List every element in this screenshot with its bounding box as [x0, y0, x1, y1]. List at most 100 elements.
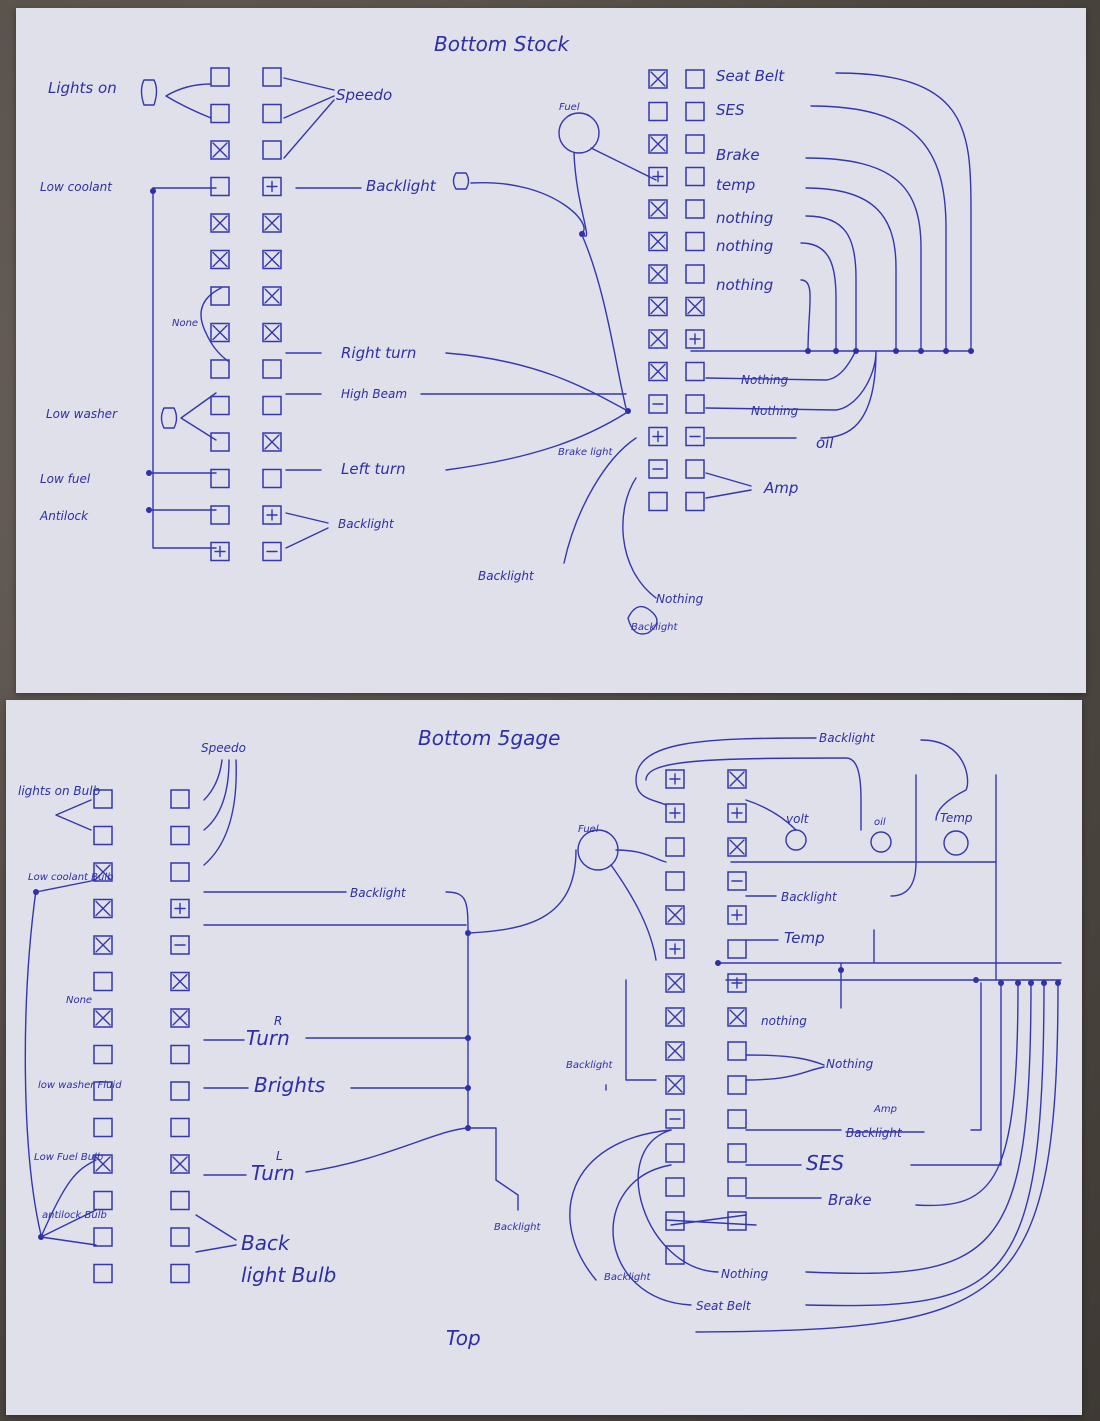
- pin-x-mark: [650, 136, 666, 152]
- pin-box: [210, 395, 230, 416]
- backlight-bulb-label-1: Back: [241, 1231, 291, 1255]
- nothing-5-label: Nothing: [751, 404, 799, 418]
- pin-box: [262, 505, 282, 525]
- pin-box: [170, 898, 190, 919]
- pin-box: [262, 103, 282, 124]
- pin-box: [262, 541, 282, 562]
- pin-x-mark: [650, 266, 666, 282]
- pin-box: [210, 505, 230, 525]
- pin-box: [93, 1227, 113, 1247]
- pin-box: [685, 459, 705, 479]
- backlight-label-b6: Backlight: [604, 1272, 652, 1283]
- pin-x-mark: [729, 1009, 745, 1025]
- pin-box: [727, 1177, 747, 1197]
- pin-box: [665, 1245, 685, 1265]
- top-title: Bottom Stock: [434, 32, 570, 56]
- low-coolant-label: Low coolant: [40, 180, 113, 194]
- bottom-title: Bottom 5gage: [418, 726, 560, 750]
- pin-box: [170, 825, 190, 846]
- ses-label: SES: [716, 101, 745, 119]
- pin-box: [93, 1081, 113, 1101]
- pin-box: [262, 67, 282, 87]
- pin-x-mark: [650, 201, 666, 217]
- low-washer-label: Low washer: [46, 407, 118, 421]
- pin-plus-mark: [652, 170, 664, 183]
- backlight-label-b1: Backlight: [350, 886, 407, 900]
- nothing-2-label: nothing: [716, 237, 773, 255]
- pin-box: [665, 939, 685, 959]
- antilock-bulb-label: antilock Bulb: [42, 1210, 107, 1221]
- pin-plus-mark: [266, 180, 278, 193]
- pin-box: [210, 140, 230, 160]
- nothing-3-label-b: Nothing: [721, 1267, 769, 1281]
- pin-x-mark: [667, 1043, 683, 1059]
- pin-box: [170, 971, 190, 992]
- pin-x-mark: [264, 251, 280, 268]
- pin-box: [727, 939, 747, 959]
- pin-plus-mark: [174, 902, 186, 915]
- pin-box: [170, 1081, 190, 1101]
- right-turn-label: Right turn: [341, 344, 416, 362]
- pin-box: [170, 1227, 190, 1247]
- amp-label: Amp: [763, 479, 798, 497]
- pin-box: [210, 359, 230, 379]
- pin-box: [727, 871, 747, 891]
- ses-label-b: SES: [806, 1151, 844, 1175]
- pin-x-mark: [650, 331, 666, 347]
- lturn-sup: L: [276, 1149, 283, 1163]
- pin-box: [727, 973, 747, 993]
- pin-box: [170, 1190, 190, 1211]
- pin-box: [685, 199, 705, 219]
- pin-plus-mark: [669, 773, 681, 785]
- speedo-label: Speedo: [336, 86, 392, 104]
- pin-x-mark: [95, 900, 111, 917]
- pin-box: [648, 199, 668, 219]
- pin-x-mark: [264, 434, 280, 450]
- low-fuel-label: Low fuel: [40, 472, 91, 486]
- pin-box: [685, 426, 705, 447]
- bottom-left-pin-grid: [93, 789, 190, 1284]
- pin-x-mark: [212, 215, 228, 231]
- pin-x-mark: [667, 1077, 683, 1093]
- pin-box: [727, 769, 747, 789]
- pin-box: [648, 329, 668, 349]
- volt-label: volt: [786, 812, 810, 826]
- pin-box: [170, 935, 190, 955]
- temp-label: temp: [716, 176, 755, 194]
- low-washer-fluid-label: low washer Fluid: [38, 1080, 122, 1091]
- lights-on-label: Lights on: [48, 79, 117, 97]
- pin-box: [170, 862, 190, 882]
- seat-belt-label: Seat Belt: [716, 67, 785, 85]
- pin-box: [685, 329, 705, 349]
- pin-box: [93, 789, 113, 809]
- seat-belt-label-b: Seat Belt: [696, 1299, 752, 1313]
- pin-box: [262, 286, 282, 306]
- pin-box: [170, 1008, 190, 1028]
- pin-box: [262, 140, 282, 160]
- pin-x-mark: [687, 298, 703, 315]
- pin-box: [93, 1117, 113, 1138]
- left-turn-label: Left turn: [341, 460, 406, 478]
- nothing-3-label: nothing: [716, 276, 773, 294]
- none-label: None: [172, 318, 198, 329]
- pin-box: [648, 101, 668, 122]
- pin-box: [665, 1109, 685, 1129]
- pin-box: [685, 296, 705, 317]
- pin-box: [648, 459, 668, 479]
- pin-box: [665, 1007, 685, 1027]
- fuel-label-b: Fuel: [578, 824, 599, 835]
- backlight-label-b4: Backlight: [819, 731, 876, 745]
- pin-x-mark: [650, 233, 666, 250]
- pin-box: [170, 1044, 190, 1065]
- brake-label: Brake: [716, 146, 760, 164]
- pin-x-mark: [212, 142, 228, 158]
- pin-x-mark: [729, 771, 745, 787]
- pin-box: [727, 1075, 747, 1095]
- pin-x-mark: [95, 937, 111, 953]
- pin-plus-mark: [731, 807, 743, 819]
- pin-box: [210, 176, 230, 197]
- pin-plus-mark: [731, 909, 743, 921]
- pin-box: [93, 898, 113, 919]
- pin-plus-mark: [669, 943, 681, 955]
- pin-box: [210, 286, 230, 306]
